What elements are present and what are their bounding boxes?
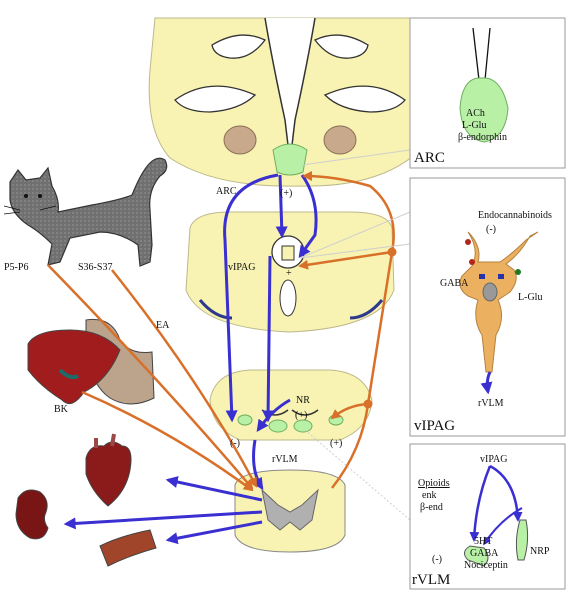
arc-panel-title: ARC (414, 150, 445, 166)
medulla-section (209, 369, 373, 441)
rvlm-label: rVLM (272, 454, 298, 465)
arc-label: ARC (216, 186, 237, 197)
nr-label: NR (296, 395, 310, 406)
kidney-illustration (15, 489, 49, 540)
arc-neuron-line-2: L-Glu (462, 120, 486, 131)
vipag-panel: Endocannabinoids (-) GABA L-Glu rVLM vIP… (409, 177, 566, 437)
p5p6-label: P5-P6 (4, 262, 28, 273)
arc-neuron-line-1: ACh (466, 108, 485, 119)
plus-sign-right: (+) (330, 438, 342, 449)
rvlm-panel: vIPAG Opioids enk β-end 5HT GABA Nocicep… (409, 443, 566, 590)
vipag-output-label: rVLM (478, 398, 504, 409)
spinal-cord-section (234, 469, 346, 553)
arc-plus-sign: (+) (280, 188, 292, 199)
vipag-panel-title: vIPAG (414, 418, 455, 434)
ea-label: EA (156, 320, 170, 331)
opioids-label: Opioids (418, 478, 450, 489)
arc-panel: ACh L-Glu β-endorphin ARC (409, 17, 566, 169)
vipag-minus-sign: (-) (486, 224, 496, 235)
vipag-label: vIPAG (228, 262, 255, 273)
intestine-illustration (99, 529, 157, 567)
fiveht-label: 5HT (474, 536, 492, 547)
heart-illustration (85, 433, 132, 507)
cat-illustration (3, 157, 168, 267)
orange-pathways (47, 171, 397, 492)
nr-plus-sign: (+) (295, 410, 307, 421)
nrp-label: NRP (530, 546, 550, 557)
rvlm-panel-title: rVLM (412, 572, 450, 588)
s36s37-label: S36-S37 (78, 262, 112, 273)
bend-label: β-end (420, 502, 443, 513)
rvlm-minus-sign: (-) (432, 554, 442, 565)
gaba-label: GABA (440, 278, 469, 289)
arc-neuron-line-3: β-endorphin (458, 132, 507, 143)
liver-illustration (27, 318, 155, 405)
bk-label: BK (54, 404, 69, 415)
enk-label: enk (422, 490, 436, 501)
endocannabinoids-label: Endocannabinoids (478, 210, 552, 221)
lglu-label: L-Glu (518, 292, 542, 303)
rvlm-gaba-label: GABA (470, 548, 499, 559)
nociceptin-label: Nociceptin (464, 560, 508, 571)
hypothalamus-section (148, 17, 421, 187)
minus-sign-left: (-) (230, 438, 240, 449)
callout-lines (299, 149, 411, 521)
midbrain-section (185, 211, 395, 333)
rvlm-panel-vipag-label: vIPAG (480, 454, 507, 465)
vipag-plus-sign: + (286, 268, 292, 279)
